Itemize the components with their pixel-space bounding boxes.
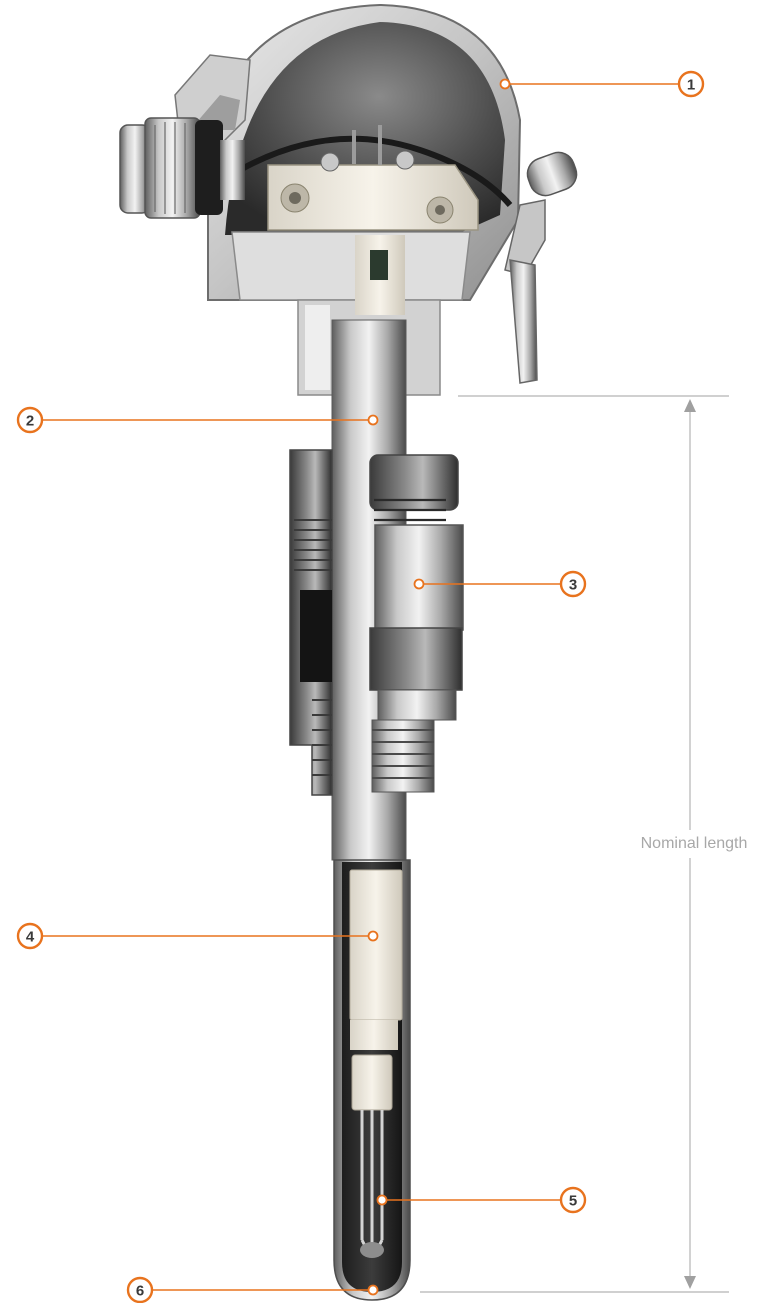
measuring-inset: [351, 1054, 393, 1258]
callout-2: 2: [16, 406, 379, 434]
callout-4: 4: [16, 922, 379, 950]
process-fitting: [289, 449, 464, 796]
callout-6-number: 6: [136, 1283, 144, 1300]
cable-gland: [119, 117, 245, 219]
thermometer-illustration: [119, 3, 578, 1301]
callout-1: 1: [499, 70, 705, 98]
nominal-length-label: Nominal length: [641, 835, 748, 852]
ceramic-insulator: [349, 869, 403, 1050]
callout-4-number: 4: [26, 929, 35, 946]
nominal-length-dimension: Nominal length: [420, 395, 748, 1293]
callout-2-number: 2: [26, 413, 34, 430]
callout-3: 3: [413, 570, 587, 598]
callout-6: 6: [126, 1276, 379, 1303]
terminal-block: [267, 125, 479, 315]
arrow-up-icon: [684, 399, 696, 412]
arrow-down-icon: [684, 1276, 696, 1289]
callout-3-number: 3: [569, 577, 577, 594]
callout-5: 5: [376, 1186, 587, 1214]
callout-1-number: 1: [687, 77, 695, 94]
callout-5-number: 5: [569, 1193, 577, 1210]
lid-clamp: [504, 151, 578, 384]
